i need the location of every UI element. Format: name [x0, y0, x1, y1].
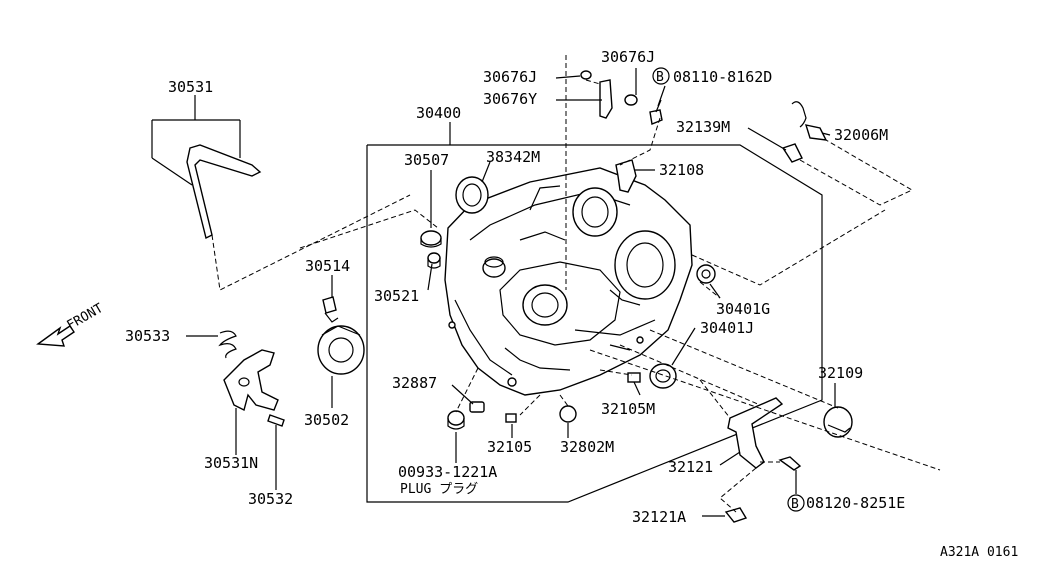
label-08120: 08120-8251E	[806, 494, 905, 512]
label-32887: 32887	[392, 374, 437, 392]
label-32105: 32105	[487, 438, 532, 456]
release-bearing-30502	[317, 325, 365, 375]
pin-30532	[267, 414, 285, 427]
label-30531: 30531	[168, 78, 213, 96]
bolt-08120	[778, 456, 802, 471]
label-30676j-b: 30676J	[601, 48, 655, 66]
bolt-b-label-2: B	[791, 497, 799, 512]
label-30521: 30521	[374, 287, 419, 305]
front-label: FRONT	[65, 301, 107, 334]
bolt-32121a	[724, 507, 748, 523]
release-fork-30531n	[223, 349, 279, 412]
spring-30533	[218, 330, 237, 359]
label-32802m: 32802M	[560, 438, 614, 456]
part-32802m	[559, 405, 577, 423]
bracket-32121	[727, 397, 784, 469]
label-32105m: 32105M	[601, 400, 655, 418]
part-30521	[427, 252, 441, 269]
label-plug: PLUG プラグ	[400, 482, 478, 497]
label-30401j: 30401J	[700, 319, 754, 337]
label-30400: 30400	[416, 104, 461, 122]
label-30532: 30532	[248, 490, 293, 508]
label-30676j-a: 30676J	[483, 68, 537, 86]
label-30514: 30514	[305, 257, 350, 275]
label-00933: 00933-1221A	[398, 463, 497, 481]
part-30676	[580, 70, 663, 125]
label-30401g: 30401G	[716, 300, 770, 318]
part-32139m	[781, 143, 803, 163]
label-30507: 30507	[404, 151, 449, 169]
label-32139m: 32139M	[676, 118, 730, 136]
cover-32109	[823, 406, 853, 438]
part-30507	[420, 230, 442, 248]
label-08110: 08110-8162D	[673, 68, 772, 86]
label-30533: 30533	[125, 327, 170, 345]
part-32108	[615, 159, 637, 193]
part-32105m	[627, 372, 641, 383]
shift-lever-30531	[186, 144, 262, 240]
part-32105	[505, 413, 517, 423]
label-32006m: 32006M	[834, 126, 888, 144]
seal-30401j	[649, 363, 677, 389]
seal-30401g	[696, 264, 716, 284]
part-32887	[469, 401, 485, 413]
label-30502: 30502	[304, 411, 349, 429]
clutch-housing	[444, 167, 693, 396]
label-32108: 32108	[659, 161, 704, 179]
part-32006m	[791, 101, 828, 141]
plug-00933	[447, 410, 465, 430]
label-32121a: 32121A	[632, 508, 686, 526]
circled-b-marker	[652, 67, 805, 512]
label-32109: 32109	[818, 364, 863, 382]
housing-group-frame	[366, 144, 823, 503]
label-32121: 32121	[668, 458, 713, 476]
label-30531n: 30531N	[204, 454, 258, 472]
leader-lines	[151, 68, 836, 517]
bolt-b-label-1: B	[656, 70, 664, 85]
seal-38342m	[455, 176, 489, 214]
label-30676y: 30676Y	[483, 90, 537, 108]
diagram-code: A321A 0161	[940, 545, 1018, 560]
part-30514	[322, 296, 339, 323]
front-arrow-icon	[36, 325, 75, 347]
label-38342m: 38342M	[486, 148, 540, 166]
dashed-assembly-lines	[211, 55, 941, 513]
